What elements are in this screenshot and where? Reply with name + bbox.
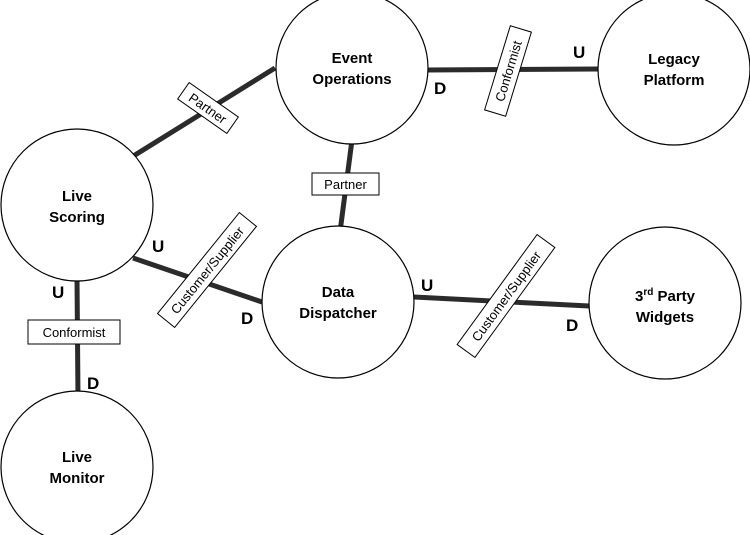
live-monitor-label-line2: Monitor: [50, 470, 105, 487]
3rd-party-widgets-label-line2: Widgets: [636, 309, 694, 326]
legacy-platform-label-line1: Legacy: [648, 51, 700, 68]
context-legacy-platform[interactable]: Legacy Platform: [597, 0, 750, 146]
data-dispatcher-label-line1: Data: [322, 284, 355, 301]
marker-event-operations-downstream: D: [434, 79, 446, 98]
context-live-scoring[interactable]: Live Scoring: [0, 128, 154, 282]
context-event-operations[interactable]: Event Operations: [275, 0, 429, 145]
relationship-partner-ops-dispatcher-text: Partner: [324, 177, 367, 192]
live-scoring-label-line1: Live: [62, 188, 92, 205]
context-live-monitor[interactable]: Live Monitor: [0, 390, 154, 535]
context-data-dispatcher[interactable]: Data Dispatcher: [261, 225, 415, 379]
event-operations-label-line1: Event: [332, 50, 373, 67]
relationship-partner-ops-dispatcher: Partner: [311, 172, 380, 196]
marker-live-scoring-upstream-to-monitor: U: [52, 283, 64, 302]
3rd-party-widgets-label-line1: 3rd Party: [635, 287, 696, 305]
relationship-customer-supplier-scoring-dispatcher-text: Customer/Supplier: [168, 223, 248, 317]
marker-legacy-platform-upstream: U: [573, 43, 585, 62]
relationship-conformist-scoring-monitor-text: Conformist: [43, 325, 106, 340]
data-dispatcher-label-line2: Dispatcher: [299, 305, 377, 322]
marker-live-monitor-downstream: D: [87, 374, 99, 393]
relationship-customer-supplier-dispatcher-widgets: Customer/Supplier: [456, 233, 556, 359]
context-3rd-party-widgets[interactable]: 3rd Party Widgets: [588, 226, 742, 380]
marker-3rd-party-widgets-downstream: D: [566, 316, 578, 335]
live-scoring-label-line2: Scoring: [49, 209, 105, 226]
marker-live-scoring-upstream: U: [152, 237, 164, 256]
marker-data-dispatcher-upstream: U: [421, 276, 433, 295]
relationship-conformist-scoring-monitor: Conformist: [27, 319, 121, 345]
live-monitor-label-line1: Live: [62, 449, 92, 466]
marker-data-dispatcher-downstream: D: [241, 309, 253, 328]
relationship-customer-supplier-dispatcher-widgets-text: Customer/Supplier: [469, 248, 545, 344]
legacy-platform-label-line2: Platform: [644, 72, 705, 89]
event-operations-label-line2: Operations: [312, 71, 391, 88]
